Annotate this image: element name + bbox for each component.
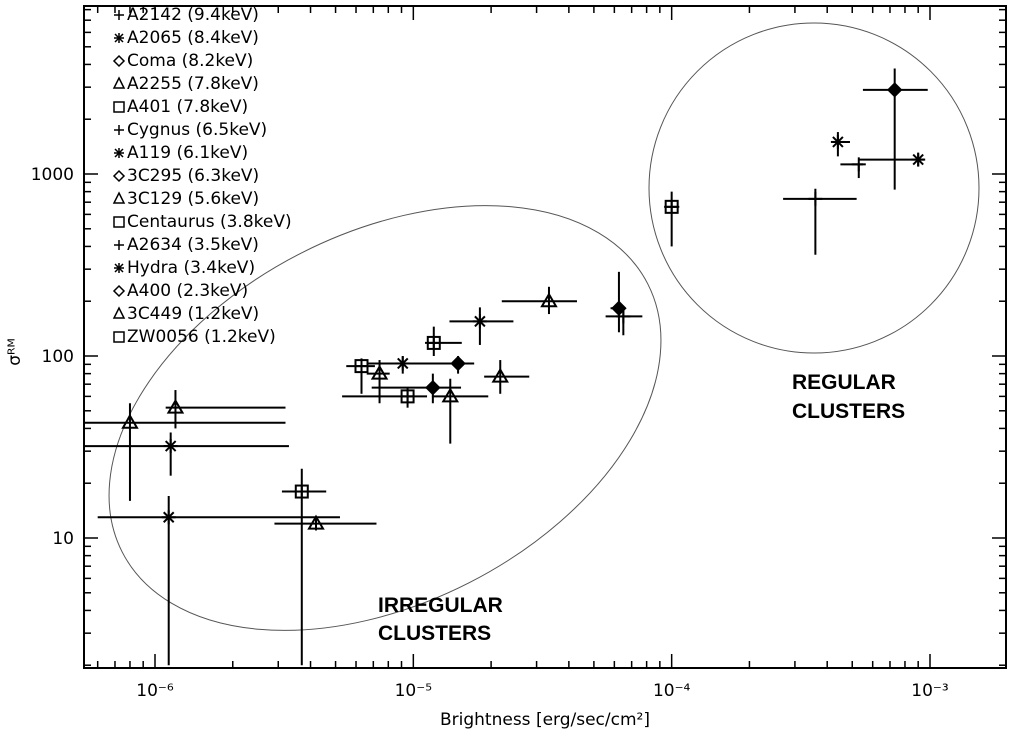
data-point [431, 378, 489, 444]
legend-entry: A2142 (9.4keV) [114, 5, 259, 25]
data-point [342, 387, 428, 408]
data-point [449, 307, 514, 345]
x-tick-label: 10⁻⁵ [395, 681, 432, 701]
legend-label: Coma (8.2keV) [127, 51, 253, 71]
legend-entry: Cygnus (6.5keV) [114, 120, 267, 140]
diamond-marker-icon [112, 54, 126, 68]
square-marker-icon [113, 101, 125, 113]
legend-label: ZW0056 (1.2keV) [127, 327, 276, 347]
axis-ticks: 10⁻⁶ 10⁻⁵ 10⁻⁴ 10⁻³ 10 100 1000 [31, 6, 1006, 701]
legend-label: Hydra (3.4keV) [127, 258, 255, 278]
asterisk-marker-icon [114, 148, 124, 158]
legend-label: 3C449 (1.2keV) [127, 304, 259, 324]
legend-label: 3C295 (6.3keV) [127, 166, 259, 186]
cluster-regions [108, 22, 980, 631]
legend-entry: A401 (7.8keV) [113, 97, 248, 117]
data-point [840, 157, 866, 179]
legend-entry: 3C295 (6.3keV) [112, 166, 259, 186]
legend-label: Cygnus (6.5keV) [127, 120, 267, 140]
legend-label: 3C129 (5.6keV) [127, 189, 259, 209]
x-axis-title: Brightness [erg/sec/cm²] [440, 710, 650, 730]
y-tick-label: 10 [52, 529, 74, 549]
legend-label: A2255 (7.8keV) [127, 74, 259, 94]
data-point [862, 68, 928, 190]
asterisk-marker-icon [114, 263, 124, 273]
legend-entry: Coma (8.2keV) [112, 51, 253, 71]
x-tick-label: 10⁻³ [911, 681, 948, 701]
triangle-marker-icon [112, 306, 126, 319]
legend-label: A119 (6.1keV) [127, 143, 248, 163]
data-point [501, 286, 577, 315]
triangle-marker-icon [112, 76, 126, 89]
legend-label: A2142 (9.4keV) [127, 5, 259, 25]
region-label-regular-line2: CLUSTERS [792, 400, 905, 423]
data-point [664, 191, 680, 247]
legend-label: A400 (2.3keV) [127, 281, 248, 301]
data-point [84, 432, 289, 476]
legend-entry: A119 (6.1keV) [114, 143, 248, 163]
data-point [393, 355, 475, 374]
legend-entry: A400 (2.3keV) [112, 281, 248, 301]
data-point [281, 468, 327, 666]
data-point [274, 514, 377, 531]
data-point [346, 358, 375, 394]
legend-entry: ZW0056 (1.2keV) [113, 327, 276, 347]
data-point [605, 307, 643, 336]
diamond-marker-icon [112, 169, 126, 183]
legend-entry: Centaurus (3.8keV) [113, 212, 292, 232]
x-tick-label: 10⁻⁶ [136, 681, 174, 701]
triangle-marker-icon [112, 191, 126, 204]
legend-label: A401 (7.8keV) [127, 97, 248, 117]
legend-entry: A2255 (7.8keV) [112, 74, 259, 94]
data-point [783, 188, 857, 255]
square-marker-icon [113, 216, 125, 228]
legend-entry: 3C129 (5.6keV) [112, 189, 259, 209]
legend-label: A2634 (3.5keV) [127, 235, 259, 255]
x-tick-label: 10⁻⁴ [653, 681, 691, 701]
data-point [84, 403, 286, 501]
legend: A2142 (9.4keV) A2065 (8.4keV) Coma (8.2keV… [112, 5, 292, 347]
legend-entry: A2065 (8.4keV) [114, 28, 259, 48]
y-tick-label: 1000 [31, 165, 74, 185]
region-label-irregular-line1: IRREGULAR [378, 594, 503, 617]
data-point [97, 496, 340, 666]
legend-entry: 3C449 (1.2keV) [112, 304, 259, 324]
data-point [371, 373, 462, 404]
data-point [858, 152, 926, 167]
region-label-irregular-line2: CLUSTERS [378, 622, 491, 645]
plot-frame [83, 5, 1007, 669]
plus-marker-icon [114, 125, 124, 135]
data-points [84, 68, 928, 666]
legend-label: Centaurus (3.8keV) [127, 212, 292, 232]
y-axis-title: σᴿᴹ [5, 338, 25, 365]
regular-clusters-circle [648, 22, 980, 354]
plus-marker-icon [114, 10, 124, 20]
legend-entry: Hydra (3.4keV) [114, 258, 255, 278]
irregular-clusters-ellipse [108, 205, 662, 631]
legend-entry: A2634 (3.5keV) [114, 235, 259, 255]
asterisk-marker-icon [114, 33, 124, 43]
region-label-regular-line1: REGULAR [792, 371, 896, 394]
data-point [425, 326, 462, 356]
square-marker-icon [113, 331, 125, 343]
diamond-marker-icon [112, 284, 126, 298]
legend-label: A2065 (8.4keV) [127, 28, 259, 48]
data-point [830, 132, 850, 157]
y-tick-label: 100 [42, 347, 74, 367]
data-point [484, 360, 530, 394]
plus-marker-icon [114, 240, 124, 250]
